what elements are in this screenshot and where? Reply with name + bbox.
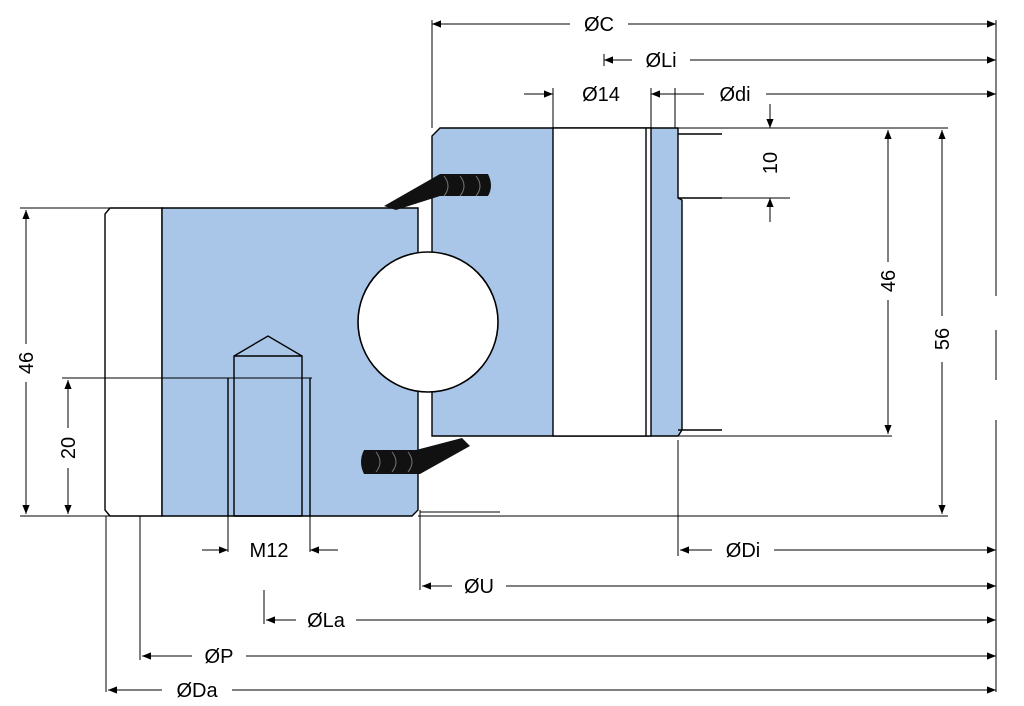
- label-56: 56: [932, 328, 954, 350]
- extension-lines: [20, 20, 997, 692]
- label-c: ØC: [584, 14, 614, 36]
- dimension-labels: ØC ØLi Ø14 Ødi 10 46 56 46 20 M12 ØDi ØU…: [16, 14, 954, 702]
- label-46-right: 46: [878, 270, 900, 292]
- label-m12: M12: [250, 540, 289, 562]
- through-hole: [552, 127, 652, 437]
- label-di-inner: ØDi: [726, 540, 760, 562]
- label-la: ØLa: [307, 610, 346, 632]
- label-u: ØU: [464, 576, 494, 598]
- label-10: 10: [760, 152, 782, 174]
- inner-ring: [425, 127, 722, 437]
- rolling-ball: [357, 251, 499, 393]
- label-da: ØDa: [176, 680, 218, 702]
- seal-top: [384, 174, 491, 210]
- seal-bottom: [361, 438, 470, 474]
- label-li: ØLi: [645, 50, 676, 72]
- label-14: Ø14: [582, 84, 620, 106]
- label-di: Ødi: [719, 84, 750, 106]
- label-46-left: 46: [16, 352, 38, 374]
- label-20: 20: [58, 437, 80, 459]
- bolt-hole: [233, 335, 303, 517]
- label-p: ØP: [205, 646, 234, 668]
- dimension-lines: [22, 20, 996, 694]
